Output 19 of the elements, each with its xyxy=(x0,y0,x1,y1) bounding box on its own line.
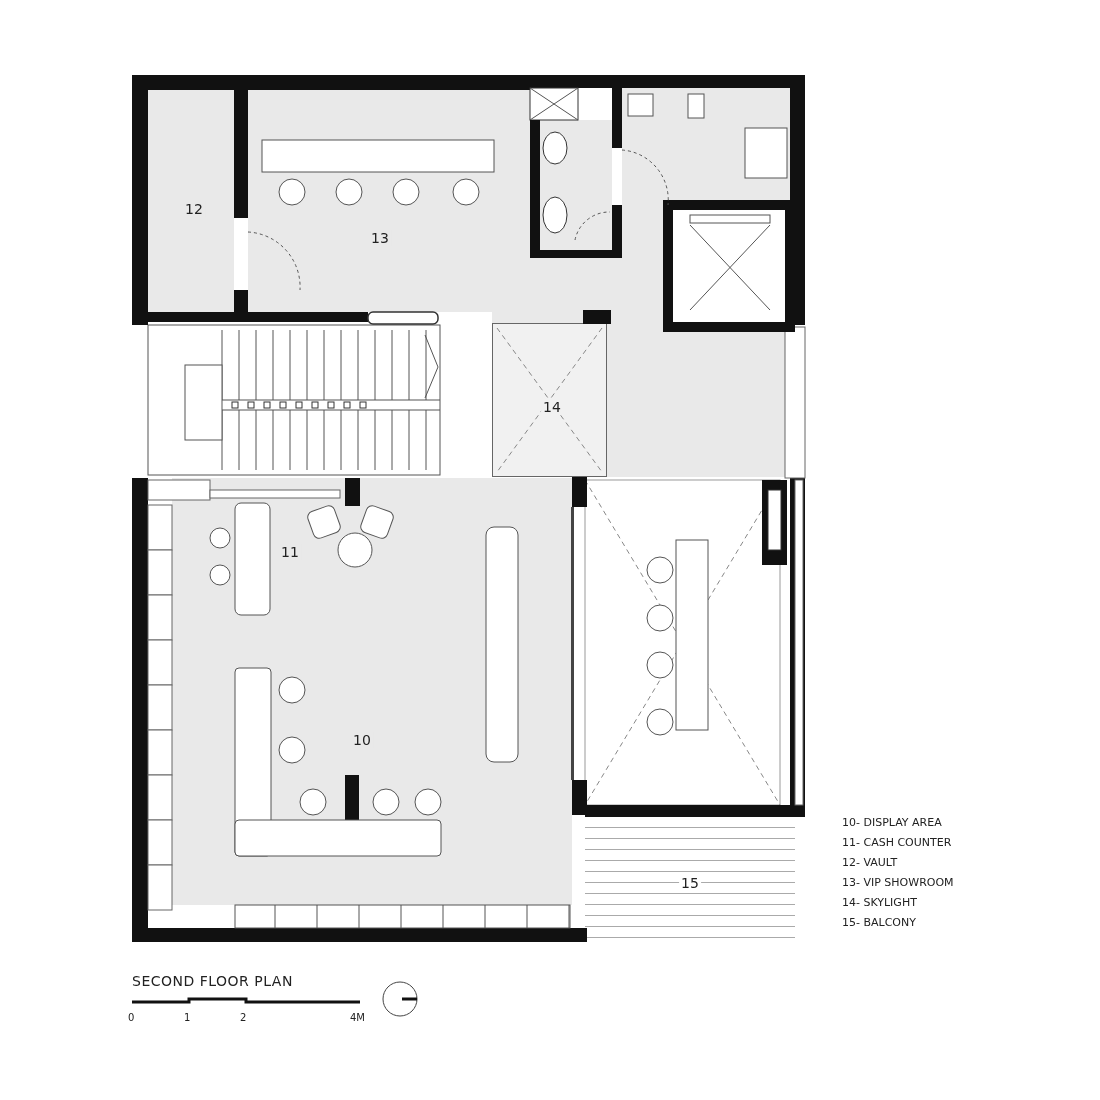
legend-entry: 14- SKYLIGHT xyxy=(842,896,917,909)
legend-entry: 13- VIP SHOWROOM xyxy=(842,876,954,889)
scale-label: 4M xyxy=(350,1011,365,1024)
plan-title: SECOND FLOOR PLAN xyxy=(132,973,293,990)
legend-entry: 12- VAULT xyxy=(842,856,898,869)
room-number: 10 xyxy=(351,732,373,748)
skylight-area xyxy=(492,323,607,477)
room-number: 12 xyxy=(183,201,205,217)
room-number: 15 xyxy=(679,875,701,891)
legend-entry: 11- CASH COUNTER xyxy=(842,836,952,849)
legend-entry: 10- DISPLAY AREA xyxy=(842,816,942,829)
scale-label: 0 xyxy=(128,1011,135,1024)
vault-room xyxy=(148,90,234,312)
room-number: 13 xyxy=(369,230,391,246)
legend-entry: 15- BALCONY xyxy=(842,916,916,929)
room-number: 11 xyxy=(279,544,301,560)
scale-label: 1 xyxy=(184,1011,191,1024)
room-number: 14 xyxy=(541,399,563,415)
scale-label: 2 xyxy=(240,1011,247,1024)
